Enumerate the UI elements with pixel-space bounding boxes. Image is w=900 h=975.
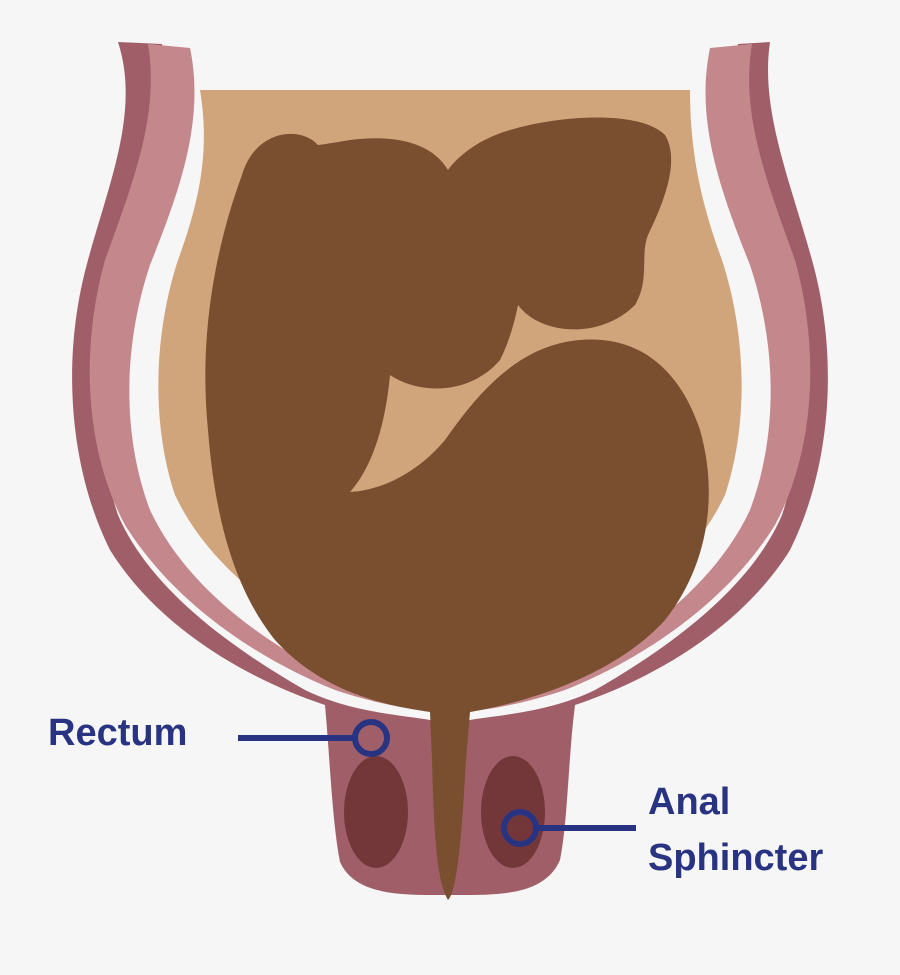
anal-sphincter-left [344, 756, 408, 868]
rectum-callout-marker [352, 719, 390, 757]
rectum-label: Rectum [48, 712, 188, 754]
anal-sphincter-label-line1: Anal [648, 781, 731, 823]
stool-mass [205, 117, 709, 900]
rectal-wall-inner [89, 44, 811, 712]
anal-sphincter-callout-marker [501, 809, 539, 847]
anal-sphincter-label-line2: Sphincter [648, 837, 824, 879]
anal-sphincter-label: Anal Sphincter [648, 774, 823, 886]
